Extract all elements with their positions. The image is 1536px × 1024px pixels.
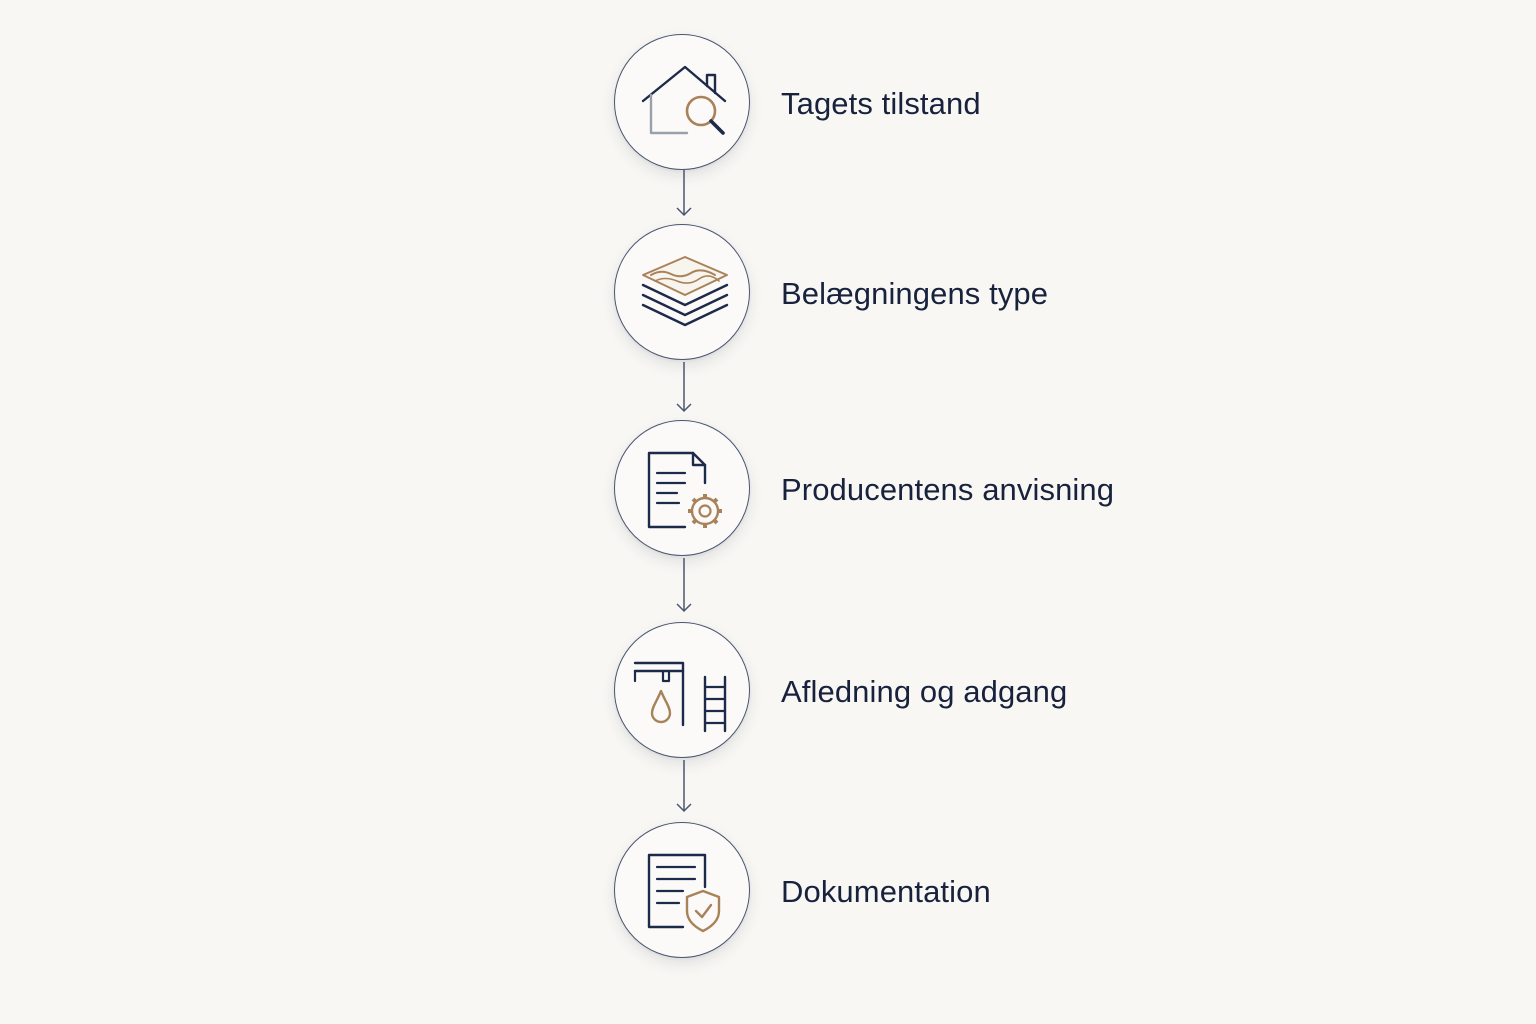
step-dokumentation: Dokumentation <box>614 822 1214 962</box>
house-magnifier-icon <box>641 65 727 135</box>
step-circle <box>614 822 750 958</box>
gutter-drop-ladder-icon <box>633 661 727 733</box>
step-label: Belægningens type <box>781 276 1049 311</box>
document-shield-icon <box>647 853 721 933</box>
arrow-down-icon <box>676 558 692 613</box>
step-label: Dokumentation <box>781 874 991 909</box>
connector-arrow-2 <box>674 362 694 414</box>
step-circle <box>614 224 750 360</box>
connector-arrow-3 <box>674 558 694 614</box>
connector-arrow-4 <box>674 760 694 814</box>
step-producentens-anvisning: Producentens anvisning <box>614 420 1214 560</box>
step-afledning-og-adgang: Afledning og adgang <box>614 622 1214 762</box>
step-label: Producentens anvisning <box>781 472 1115 507</box>
step-belaegningens-type: Belægningens type <box>614 224 1214 364</box>
step-label: Tagets tilstand <box>781 86 981 121</box>
step-circle <box>614 34 750 170</box>
arrow-down-icon <box>676 170 692 217</box>
step-circle <box>614 420 750 556</box>
layers-icon <box>641 256 729 327</box>
step-tagets-tilstand: Tagets tilstand <box>614 34 1214 174</box>
document-gear-icon <box>647 451 722 529</box>
step-circle <box>614 622 750 758</box>
arrow-down-icon <box>676 362 692 413</box>
step-label: Afledning og adgang <box>781 674 1068 709</box>
connector-arrow-1 <box>674 170 694 218</box>
arrow-down-icon <box>676 760 692 813</box>
